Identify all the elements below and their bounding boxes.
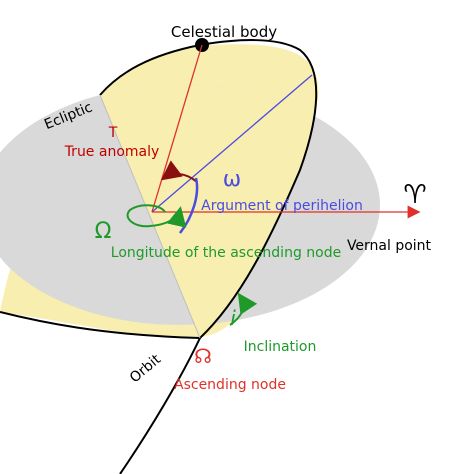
ascending-node-symbol: ☊: [194, 344, 212, 368]
celestial-body-label: Celestial body: [171, 23, 277, 41]
line-of-nodes: [99, 94, 201, 339]
inclination-label: Inclination: [244, 339, 317, 355]
orbit-lower-edge: [119, 337, 201, 474]
argument-of-perihelion-arc: [179, 177, 199, 234]
true-anomaly-symbol: T: [108, 125, 118, 141]
true-anomaly-label: True anomaly: [64, 144, 160, 160]
argument-of-perihelion-label: Argument of perihelion: [201, 198, 363, 214]
inclination-symbol: i: [230, 306, 236, 330]
longitude-arc: [126, 204, 187, 228]
true-anomaly-line: [151, 44, 203, 213]
orbit-plane-upper: [100, 85, 315, 325]
longitude-symbol: Ω: [95, 219, 112, 244]
true-anomaly-arc: [160, 160, 198, 183]
vernal-point-label: Vernal point: [347, 238, 432, 254]
orbit-label: Orbit: [127, 351, 165, 386]
vernal-symbol: ♈: [403, 180, 426, 210]
longitude-label: Longitude of the ascending node: [111, 245, 341, 261]
inclination-arc: [229, 292, 258, 326]
ascending-node-label: Ascending node: [174, 377, 286, 393]
perihelion-line: [151, 74, 313, 213]
omega-symbol: ω: [223, 167, 241, 192]
